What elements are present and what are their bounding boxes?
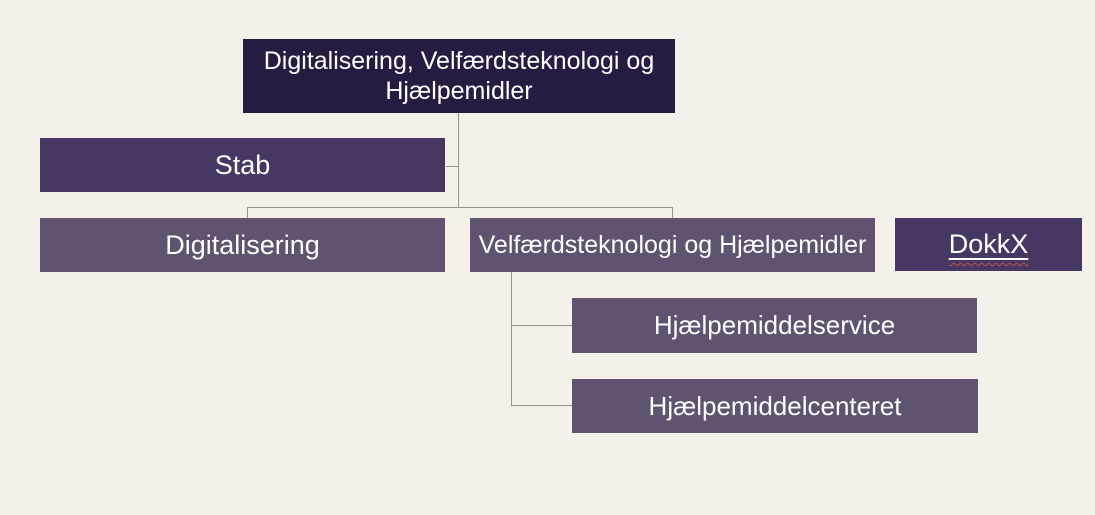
org-node-hjaelpemiddelservice-label: Hjælpemiddelservice [653,310,896,340]
org-node-hjaelpemiddelcenteret[interactable]: Hjælpemiddelcenteret [572,379,978,433]
org-node-stab[interactable]: Stab [40,138,445,192]
connector-digitalisering-drop [247,207,248,218]
connector-stab-stub [446,166,458,167]
connector-root-drop [458,113,459,207]
connector-distribution-bar [247,207,673,208]
org-node-dokkx[interactable]: DokkX [895,218,1082,271]
org-node-root[interactable]: Digitalisering, Velfærdsteknologi og Hjæ… [243,39,675,113]
connector-service-arm [511,325,572,326]
connector-sub-trunk [511,272,512,406]
connector-velfaerd-drop [672,207,673,218]
org-node-velfaerdsteknologi[interactable]: Velfærdsteknologi og Hjælpemidler [470,218,875,272]
org-node-hjaelpemiddelcenteret-label: Hjælpemiddelcenteret [648,390,902,421]
spellcheck-squiggle: DokkX [949,229,1029,260]
org-node-digitalisering-label: Digitalisering [165,229,320,260]
connector-center-arm [511,405,572,406]
org-node-hjaelpemiddelservice[interactable]: Hjælpemiddelservice [572,298,977,353]
org-node-root-label: Digitalisering, Velfærdsteknologi og Hjæ… [263,47,655,105]
org-node-dokkx-label: DokkX [948,229,1029,259]
org-node-stab-label: Stab [214,149,271,180]
org-node-velfaerdsteknologi-label: Velfærdsteknologi og Hjælpemidler [478,230,867,259]
org-node-digitalisering[interactable]: Digitalisering [40,218,445,272]
